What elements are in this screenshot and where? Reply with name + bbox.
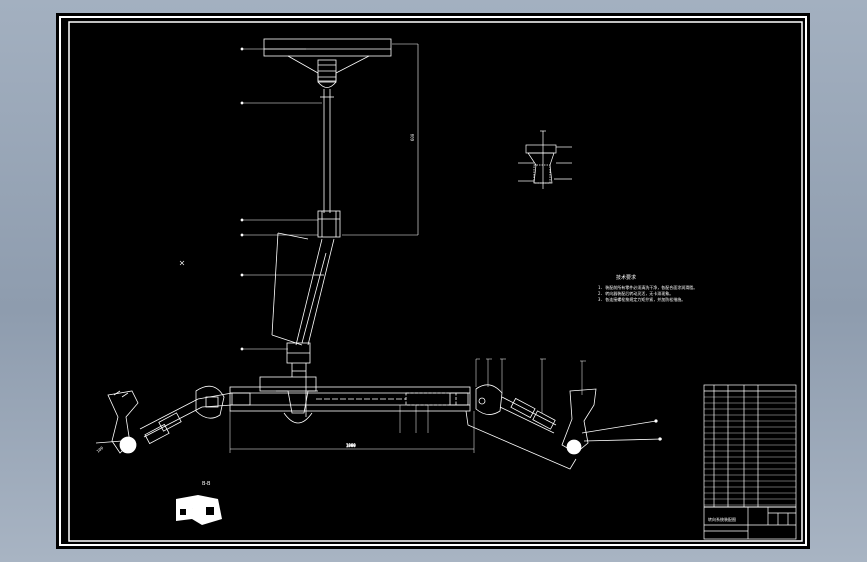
misc-marks: [179, 260, 185, 266]
svg-text:100: 100: [95, 445, 104, 454]
intermediate-shaft: [271, 232, 335, 364]
cad-drawing-sheet: 600: [56, 13, 810, 549]
note-line-3: 3. 各连接螺栓按规定力矩拧紧，并加防松措施。: [598, 296, 685, 302]
notes-title: 技术要求: [616, 274, 636, 281]
section-label: B-B: [202, 481, 211, 487]
rack-leaders: [399, 358, 586, 433]
note-line-2: 2. 转向器装配后转动灵活，无卡滞现象。: [598, 290, 673, 296]
technical-notes: 技术要求 1. 装配前所有零件必须清洗干净，各配合面涂润滑脂。 2. 转向器装配…: [598, 274, 697, 302]
outer-border: [59, 16, 807, 546]
drawing-title: 转向系统装配图: [708, 516, 736, 522]
assembly-drawing: 600: [59, 16, 807, 546]
svg-text:1000: 1000: [346, 443, 356, 448]
steering-column: [317, 89, 341, 238]
left-tie-rod-and-knuckle: [95, 385, 233, 454]
column-joint-detail: [518, 130, 572, 189]
title-block: [703, 384, 797, 540]
steering-gear-rack: [229, 363, 471, 424]
inner-border: [68, 21, 803, 542]
leader-lines-left: [240, 47, 322, 351]
right-tie-rod-and-knuckle: [465, 384, 663, 470]
section-view-b-b: B-B: [176, 481, 222, 525]
svg-text:600: 600: [410, 133, 415, 141]
note-line-1: 1. 装配前所有零件必须清洗干净，各配合面涂润滑脂。: [598, 284, 697, 290]
steering-wheel: [263, 38, 392, 88]
rack-dimension: 1000: [229, 411, 475, 453]
